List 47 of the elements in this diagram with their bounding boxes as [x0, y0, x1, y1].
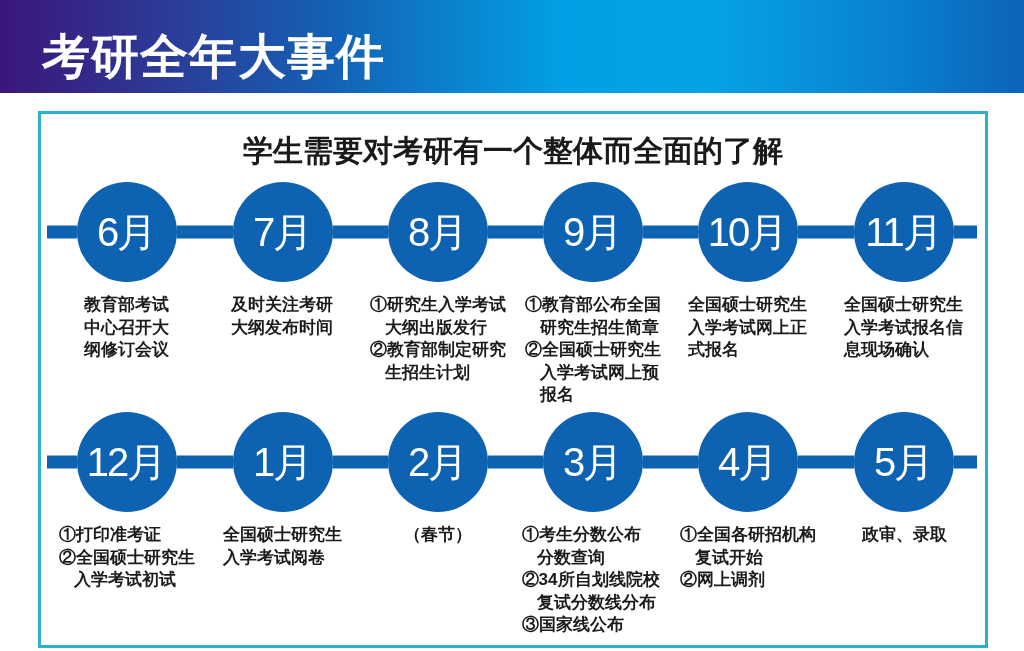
month-label: 9月 [562, 210, 623, 254]
connector-line [643, 225, 698, 239]
event-description: 及时关注考研大纲发布时间 [231, 294, 334, 339]
event-description: （春节） [404, 524, 472, 546]
month-label: 1月 [252, 440, 313, 484]
event-description: ②全国硕士研究生入学考试网上预报名 [525, 339, 661, 406]
month-label: 2月 [407, 440, 468, 484]
event-description: ①教育部公布全国研究生招生简章 [525, 294, 661, 339]
month-label: 10月 [707, 210, 788, 254]
subtitle: 学生需要对考研有一个整体而全面的了解 [243, 134, 783, 168]
event-description: ②34所自划线院校复试分数线分布 [521, 569, 661, 614]
connector-line [47, 455, 77, 469]
month-label: 4月 [717, 440, 778, 484]
connector-line [488, 225, 543, 239]
month-label: 8月 [407, 210, 468, 254]
connector-line [798, 225, 854, 239]
event-description: ②教育部制定研究生招生计划 [370, 339, 506, 384]
event-description: 政审、录取 [861, 524, 947, 546]
month-label: 7月 [252, 210, 313, 254]
title: 考研全年大事件 [42, 31, 385, 83]
connector-line [798, 455, 854, 469]
connector-line [954, 455, 977, 469]
connector-line [488, 455, 543, 469]
event-description: ①全国各研招机构复试开始 [680, 524, 816, 569]
connector-line [643, 455, 698, 469]
month-label: 11月 [865, 210, 942, 254]
event-description: 全国硕士研究生入学考试网上正式报名 [687, 294, 808, 361]
event-description: 全国硕士研究生入学考试报名信息现场确认 [843, 294, 964, 361]
event-description: ①打印准考证 [59, 524, 161, 546]
event-description: ②全国硕士研究生入学考试初试 [59, 546, 195, 591]
connector-line [954, 225, 977, 239]
connector-line [177, 455, 233, 469]
event-description: ①考生分数公布分数查询 [521, 524, 641, 569]
content-frame [38, 111, 988, 648]
month-label: 12月 [86, 440, 167, 484]
event-description: ①研究生入学考试大纲出版发行 [370, 294, 506, 339]
event-description: 教育部考试中心召开大纲修订会议 [83, 294, 170, 361]
connector-line [333, 455, 388, 469]
month-label: 3月 [562, 440, 623, 484]
event-description: ②网上调剂 [680, 569, 765, 591]
connector-line [177, 225, 233, 239]
connector-line [333, 225, 388, 239]
event-description: 全国硕士研究生入学考试阅卷 [222, 524, 343, 569]
event-description: ③国家线公布 [521, 614, 624, 636]
connector-line [47, 225, 77, 239]
month-label: 5月 [873, 440, 934, 484]
month-label: 6月 [96, 210, 157, 254]
